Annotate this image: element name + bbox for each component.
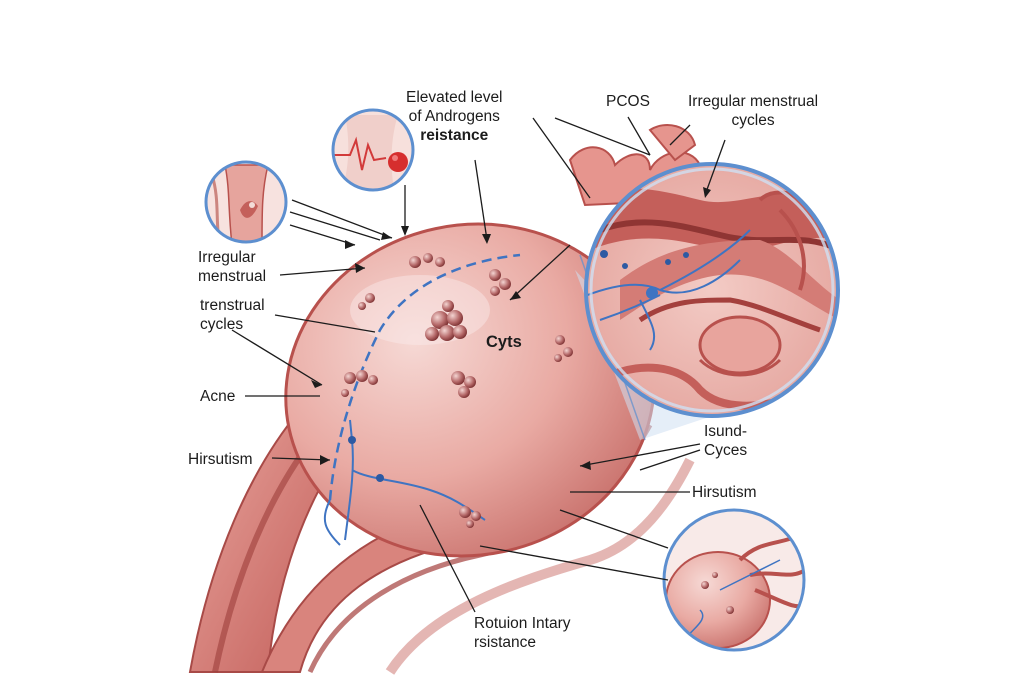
label-isund-line1: Isund- xyxy=(704,423,748,440)
label-isund-line2: Cyces xyxy=(704,442,748,459)
label-hirsutism-right: Hirsutism xyxy=(692,484,757,501)
label-isund-cyces: Isund- Cyces xyxy=(704,422,747,460)
label-acne: Acne xyxy=(200,388,236,405)
small-ovary-inset xyxy=(662,508,806,652)
ovary xyxy=(284,222,656,558)
heartbeat-inset-icon xyxy=(331,108,415,192)
label-cyts: Cyts xyxy=(486,333,522,351)
label-hirsutism-left: Hirsutism xyxy=(188,451,253,468)
label-rotuion-line1: Rotuion Intary xyxy=(474,615,571,632)
cyst-cluster-left xyxy=(341,293,378,397)
label-rotuion-line2: rsistance xyxy=(474,634,537,651)
label-trenstrual-line1: trenstrual xyxy=(200,297,265,314)
label-irregular-left-line2: menstrual xyxy=(198,268,267,285)
label-trenstrual-cycles: trenstrual cycles xyxy=(200,296,265,334)
cyst-cluster-right-top xyxy=(489,269,511,296)
label-elevated-line2: of Androgens xyxy=(408,108,500,125)
label-elevated-line3: reistance xyxy=(420,127,489,144)
cyst-cluster-center xyxy=(425,300,467,341)
label-irregular-left-line1: Irregular xyxy=(198,249,256,266)
label-rotuion-intary: Rotuion Intary rsistance xyxy=(474,614,571,652)
label-irregular-top-line2: cycles xyxy=(731,112,775,129)
label-pcos: PCOS xyxy=(606,93,650,110)
pointer-arrowheads xyxy=(311,187,711,470)
uterus-inset-icon xyxy=(204,160,288,244)
label-irregular-menstrual-left: Irregular menstrual xyxy=(198,248,266,286)
cyst-cluster-lower xyxy=(451,335,573,528)
label-elevated-line1: Elevated level xyxy=(406,89,503,106)
cyst-cluster-top xyxy=(409,253,445,268)
ovary-zoom-inset xyxy=(584,162,840,418)
label-elevated-androgens: Elevated level of Androgens reistance xyxy=(406,88,503,145)
label-trenstrual-line2: cycles xyxy=(200,316,244,333)
label-irregular-cycles-top: Irregular menstrual cycles xyxy=(688,92,818,130)
label-irregular-top-line1: Irregular menstrual xyxy=(688,93,819,110)
